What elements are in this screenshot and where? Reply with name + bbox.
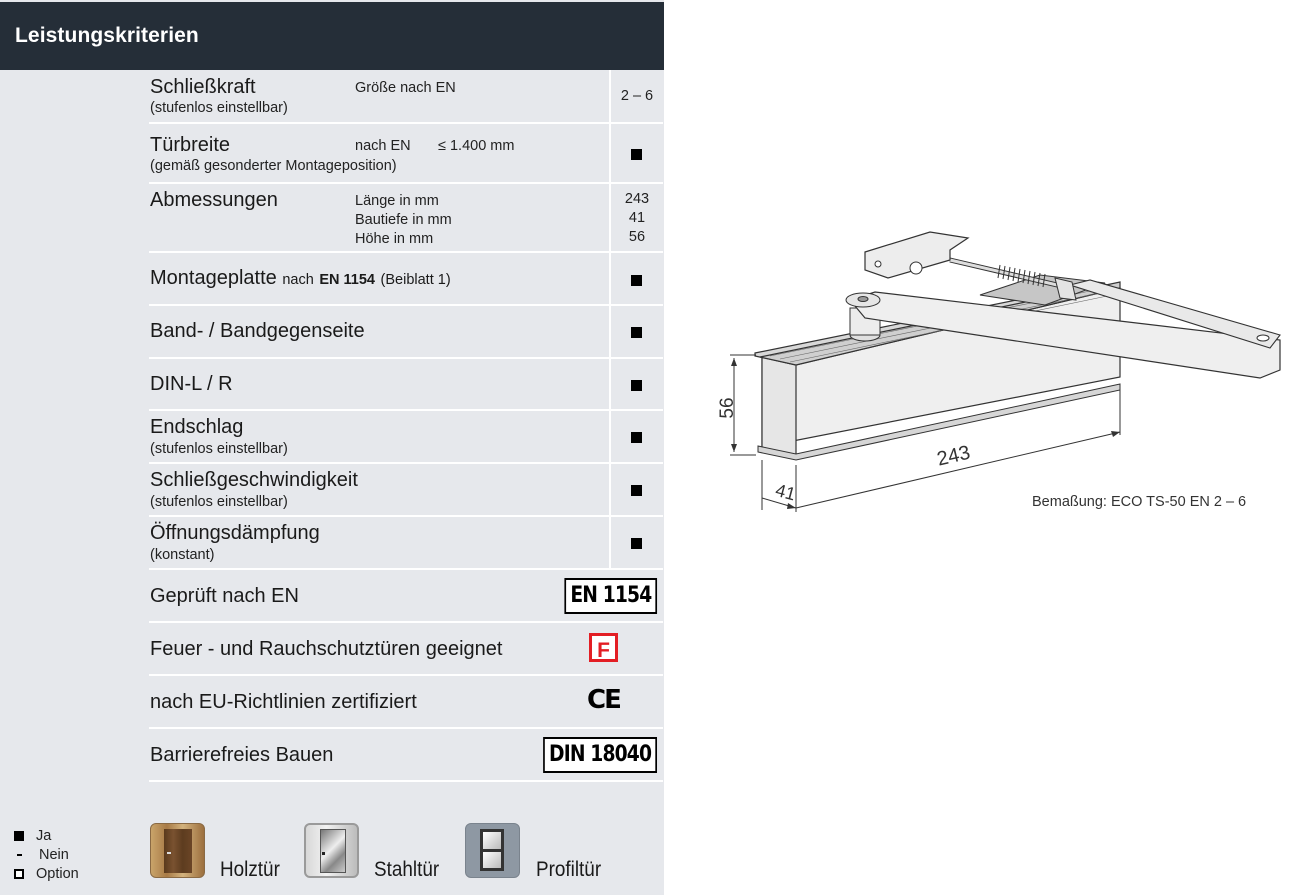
row-sublabel: (gemäß gesonderter Montageposition): [150, 158, 397, 174]
yes-square-icon: [631, 538, 642, 549]
profile-door-icon: [465, 823, 520, 878]
column-divider: [609, 184, 611, 251]
row-tuerbreite: Türbreite (gemäß gesonderter Montageposi…: [149, 124, 663, 184]
performance-criteria-panel: Leistungskriterien Schließkraft (stufenl…: [0, 0, 664, 895]
dim-depth-label: 41: [773, 480, 798, 505]
row-sublabel: (stufenlos einstellbar): [150, 100, 288, 116]
door-type-label: Profiltür: [536, 858, 602, 881]
yes-square-icon: [631, 149, 642, 160]
column-divider: [609, 517, 611, 568]
yes-square-icon: [631, 327, 642, 338]
row-din-lr: DIN-L / R: [149, 359, 663, 411]
row-barrierefrei: Barrierefreies Bauen DIN 18040: [149, 729, 663, 782]
row-label-standard: EN 1154: [319, 272, 375, 288]
steel-door-icon: [304, 823, 359, 878]
filled-square-icon: [14, 830, 24, 841]
legend: Ja Nein Option: [14, 826, 79, 883]
hollow-square-icon: [14, 868, 24, 879]
row-spec-value: ≤ 1.400 mm: [438, 138, 515, 154]
legend-item-no: Nein: [14, 845, 79, 864]
row-label: Schließgeschwindigkeit: [150, 469, 358, 491]
row-label: Abmessungen: [150, 189, 278, 211]
panel-header: Leistungskriterien: [0, 2, 664, 70]
row-label: Band- / Bandgegenseite: [150, 320, 365, 342]
row-spec-length: Länge in mm: [355, 193, 439, 209]
panel-title: Leistungskriterien: [15, 24, 199, 47]
yes-square-icon: [631, 485, 642, 496]
door-type-label: Stahltür: [374, 858, 440, 881]
dim-height-label: 56: [717, 397, 738, 418]
row-bandseite: Band- / Bandgegenseite: [149, 306, 663, 359]
row-spec-height: Höhe in mm: [355, 231, 434, 247]
column-divider: [609, 411, 611, 462]
row-eu-zertifiziert: nach EU-Richtlinien zertifiziert CE: [149, 676, 663, 729]
row-label-note: (Beiblatt 1): [380, 272, 451, 288]
row-abmessungen: Abmessungen Länge in mm Bautiefe in mm H…: [149, 184, 663, 253]
legend-label: Nein: [39, 846, 69, 863]
row-sublabel: (stufenlos einstellbar): [150, 494, 288, 510]
column-divider: [609, 70, 611, 122]
door-closer-drawing: 56 243 41: [717, 231, 1281, 512]
row-spec: nach EN: [355, 138, 411, 154]
row-montageplatte: Montageplatte nach EN 1154 (Beiblatt 1): [149, 253, 663, 306]
column-divider: [609, 124, 611, 182]
legend-item-yes: Ja: [14, 826, 79, 845]
row-label: Geprüft nach EN: [150, 585, 299, 607]
fire-protection-icon: F: [589, 633, 618, 662]
row-sublabel: (konstant): [150, 547, 215, 563]
en-1154-badge: EN 1154: [564, 578, 657, 614]
row-label: Montageplatte nach EN 1154 (Beiblatt 1): [150, 267, 451, 290]
legend-item-option: Option: [14, 864, 79, 883]
legend-label: Option: [36, 865, 79, 882]
row-label: Öffnungsdämpfung: [150, 522, 320, 544]
column-divider: [609, 359, 611, 409]
column-divider: [609, 306, 611, 357]
column-divider: [609, 464, 611, 515]
row-value-depth: 41: [628, 210, 646, 226]
ce-mark-icon: CE: [587, 685, 622, 715]
door-type-label: Holztür: [220, 858, 280, 881]
row-oeffnungsdaempfung: Öffnungsdämpfung (konstant): [149, 517, 663, 570]
row-spec-depth: Bautiefe in mm: [355, 212, 452, 228]
yes-square-icon: [631, 275, 642, 286]
row-value: 2 – 6: [620, 88, 654, 104]
row-value-height: 56: [628, 229, 646, 245]
row-label: DIN-L / R: [150, 373, 233, 395]
row-label: Barrierefreies Bauen: [150, 744, 334, 766]
dim-length-label: 243: [935, 442, 972, 471]
row-schliesskraft: Schließkraft (stufenlos einstellbar) Grö…: [149, 70, 663, 124]
row-schliessgeschwindigkeit: Schließgeschwindigkeit (stufenlos einste…: [149, 464, 663, 517]
yes-square-icon: [631, 380, 642, 391]
row-value-length: 243: [624, 191, 650, 207]
row-endschlag: Endschlag (stufenlos einstellbar): [149, 411, 663, 464]
row-label: Feuer - und Rauchschutztüren geeignet: [150, 638, 503, 660]
yes-square-icon: [631, 432, 642, 443]
column-divider: [609, 253, 611, 304]
row-feuerschutz: Feuer - und Rauchschutztüren geeignet F: [149, 623, 663, 676]
row-label-suffix: nach: [282, 272, 314, 288]
drawing-caption: Bemaßung: ECO TS-50 EN 2 – 6: [1032, 494, 1247, 510]
din-18040-badge: DIN 18040: [543, 737, 657, 773]
row-geprueft: Geprüft nach EN EN 1154: [149, 570, 663, 623]
row-sublabel: (stufenlos einstellbar): [150, 441, 288, 457]
wood-door-icon: [150, 823, 205, 878]
row-label: Endschlag: [150, 416, 244, 438]
dash-icon: [17, 853, 22, 856]
row-label: Schließkraft: [150, 76, 256, 98]
row-label-text: Montageplatte: [150, 267, 277, 289]
row-label: Türbreite: [150, 134, 231, 156]
row-label: nach EU-Richtlinien zertifiziert: [150, 691, 417, 713]
row-spec: Größe nach EN: [355, 80, 456, 96]
legend-label: Ja: [36, 827, 52, 844]
